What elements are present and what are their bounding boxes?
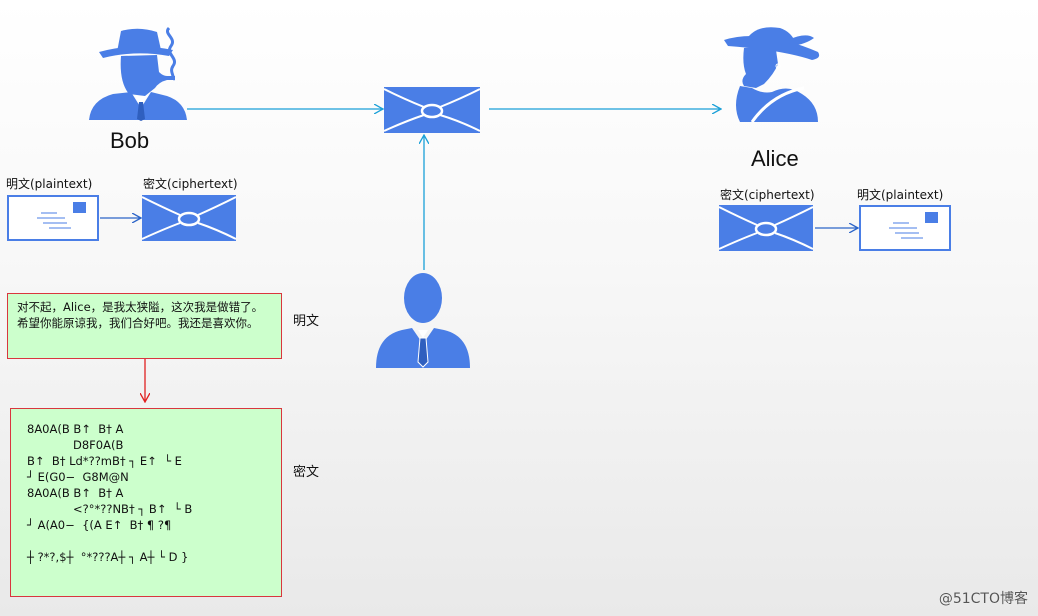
cipher-line: ┘ E(G0− G8M@N (27, 470, 129, 484)
bob-name: Bob (110, 128, 150, 153)
plaintext-message: 对不起，Alice，是我太狭隘，这次我是做错了。希望你能原谅我，我们合好吧。我还… (17, 300, 264, 330)
plaintext-box-label: 明文 (293, 314, 320, 329)
eavesdropper-icon (376, 273, 470, 368)
alice-name: Alice (751, 146, 799, 171)
plaintext-message-box: 对不起，Alice，是我太狭隘，这次我是做错了。希望你能原谅我，我们合好吧。我还… (7, 293, 282, 359)
bob-ciphertext-label: 密文(ciphertext) (143, 177, 238, 191)
watermark: @51CTO博客 (938, 591, 1028, 607)
bob-plaintext-label: 明文(plaintext) (6, 177, 93, 191)
alice-sealed-envelope-icon (718, 205, 814, 251)
bob-sealed-envelope-icon (141, 195, 237, 241)
alice-ciphertext-label: 密文(ciphertext) (720, 188, 815, 202)
bob-smoking-hat-icon (89, 26, 187, 121)
cipher-line: ┼ ?*?,$┼ °*???A┼ ┐ A┼ └ D } (27, 550, 189, 564)
cipher-line: D8F0A(B (73, 438, 124, 452)
cipher-line: 8A0A(B B↑ B† A (27, 486, 124, 500)
alice-open-letter-icon (859, 205, 951, 251)
cipher-line: 8A0A(B B↑ B† A (27, 422, 124, 436)
cipher-line: <?°*??NB† ┐ B↑ └ B (73, 502, 193, 516)
open-letter-icon (7, 195, 99, 241)
sealed-envelope-icon (383, 87, 481, 133)
alice-plaintext-label: 明文(plaintext) (857, 188, 944, 202)
ciphertext-message-box: 8A0A(B B↑ B† A D8F0A(B B↑ B† Ld*??mB† ┐ … (10, 408, 282, 597)
cipher-line: B↑ B† Ld*??mB† ┐ E↑ └ E (27, 454, 182, 468)
cipher-line: ┘ A(A0− {(A E↑ B† ¶ ?¶ (27, 518, 172, 532)
alice-hat-icon (724, 27, 820, 123)
ciphertext-box-label: 密文 (293, 465, 320, 480)
